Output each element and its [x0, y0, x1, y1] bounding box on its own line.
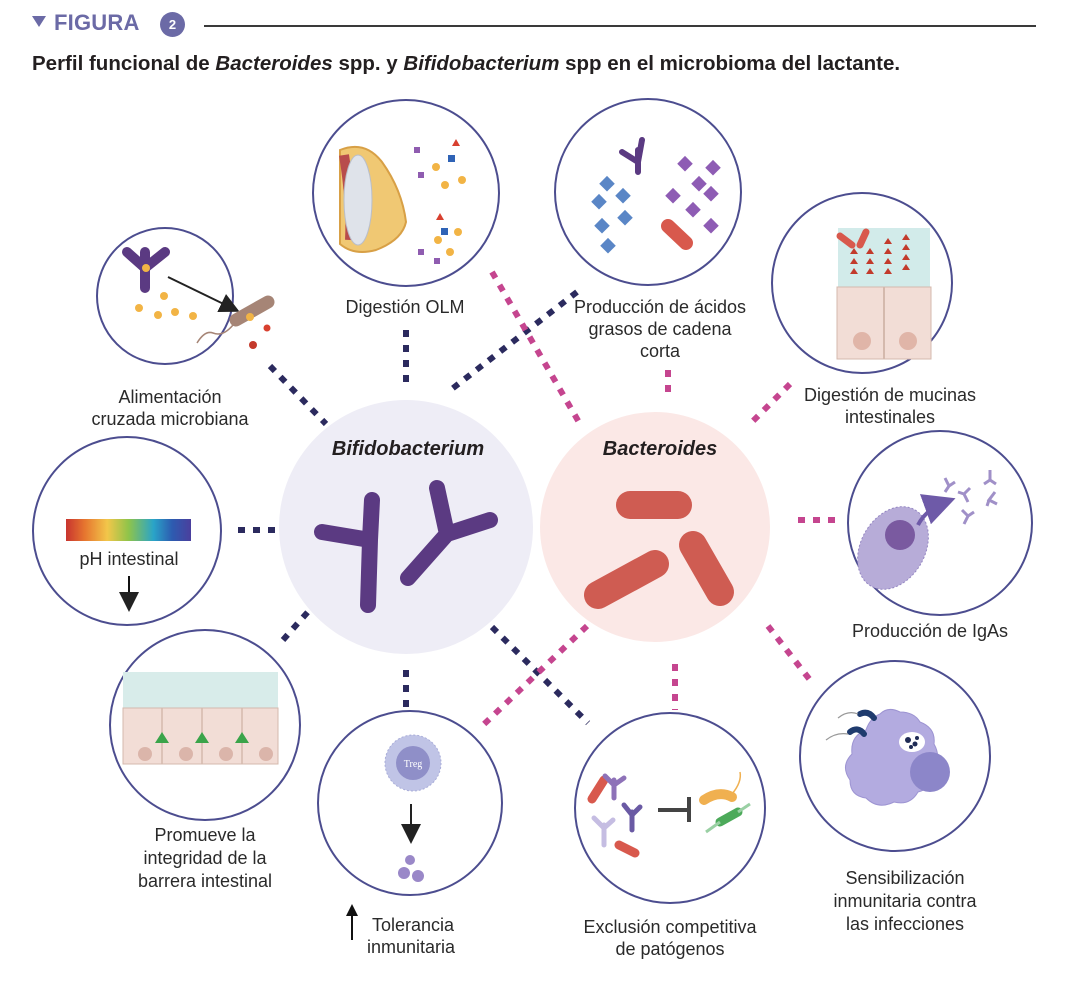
- label-exclusion: Exclusión competitiva de patógenos: [560, 916, 780, 960]
- connectors-bifidobacterium: [238, 289, 591, 726]
- figure-title: Perfil funcional de Bacteroides spp. y B…: [32, 52, 900, 76]
- label-line: pH intestinal: [79, 549, 179, 569]
- label-line: grasos de cadena: [588, 319, 732, 339]
- label-line: corta: [639, 341, 681, 361]
- label-line: Producción de ácidos: [573, 297, 747, 317]
- label-hmo-digestion: Digestión OLM: [310, 296, 500, 318]
- connector-sensitization: [765, 624, 813, 682]
- circle-sensitization: [799, 660, 991, 852]
- label-sensitization: Sensibilización inmunitaria contra las i…: [800, 867, 1010, 936]
- connector-barrier: [280, 603, 317, 642]
- figure-number-badge: 2: [160, 12, 185, 37]
- circle-scfa: [554, 98, 742, 286]
- label-line: de patógenos: [615, 939, 725, 959]
- circle-tolerance: Treg: [317, 710, 503, 896]
- title-part: Perfil funcional de: [32, 52, 216, 75]
- bifidobacterium-center: [279, 400, 533, 654]
- label-line: las infecciones: [845, 914, 965, 934]
- connector-exclusion-bacteroides: [477, 623, 590, 731]
- label-ph: pH intestinal: [56, 548, 202, 570]
- circle-iga: [847, 430, 1033, 616]
- label-iga: Producción de IgAs: [830, 620, 1030, 642]
- treg-label: Treg: [404, 759, 423, 770]
- title-part: spp. y: [332, 52, 404, 75]
- bacteroides-title: Bacteroides: [602, 438, 718, 460]
- ph-scale-bar: [66, 519, 191, 541]
- connector-scfa-bifido: [446, 289, 579, 395]
- circle-barrier: [109, 629, 301, 821]
- triangle-icon: [32, 16, 46, 27]
- label-line: Promueve la: [154, 825, 256, 845]
- label-line: Tolerancia: [371, 915, 455, 935]
- label-barrier: Promueve la integridad de la barrera int…: [100, 824, 310, 893]
- label-line: Exclusión competitiva: [583, 917, 757, 937]
- bifidobacterium-title: Bifidobacterium: [331, 438, 485, 460]
- bacteroides-center: [540, 412, 770, 642]
- bacteroides-cell-icon: [584, 491, 734, 609]
- label-mucin: Digestión de mucinas intestinales: [790, 384, 990, 428]
- bifidobacterium-cell-icon: [314, 480, 498, 613]
- arrow-up-icon: [346, 904, 358, 940]
- circle-cross-feeding: [96, 227, 275, 365]
- label-line: Digestión de mucinas: [803, 385, 977, 405]
- label-line: Alimentación: [118, 387, 222, 407]
- connector-mucin: [747, 381, 793, 427]
- arrow-icon: [167, 276, 240, 313]
- label-line: intestinales: [844, 407, 936, 427]
- label-scfa: Producción de ácidos grasos de cadena co…: [560, 296, 760, 362]
- title-part-italic: Bacteroides: [215, 52, 333, 75]
- figure-label: FIGURA: [54, 10, 140, 35]
- circle-hmo-digestion: [312, 99, 500, 287]
- figure-header: FIGURA 2: [32, 10, 1036, 40]
- label-line: integridad de la: [143, 848, 267, 868]
- label-line: inmunitaria contra: [833, 891, 977, 911]
- label-line: Producción de IgAs: [851, 621, 1009, 641]
- label-line: barrera intestinal: [137, 871, 273, 891]
- label-line: Digestión OLM: [345, 297, 465, 317]
- label-cross-feeding: Alimentación cruzada microbiana: [60, 386, 280, 430]
- title-part: spp en el microbioma del lactante.: [559, 52, 901, 75]
- circle-mucin: [771, 192, 953, 374]
- circle-exclusion: [574, 712, 766, 904]
- label-line: cruzada microbiana: [91, 409, 249, 429]
- connectors-bacteroides: [477, 270, 838, 731]
- label-line: Sensibilización: [845, 868, 965, 888]
- title-part-italic: Bifidobacterium: [403, 52, 560, 75]
- circle-ph: [32, 436, 222, 626]
- label-tolerance: Tolerancia inmunitaria: [336, 914, 486, 958]
- header-rule: [204, 25, 1036, 27]
- label-line: inmunitaria: [366, 937, 456, 957]
